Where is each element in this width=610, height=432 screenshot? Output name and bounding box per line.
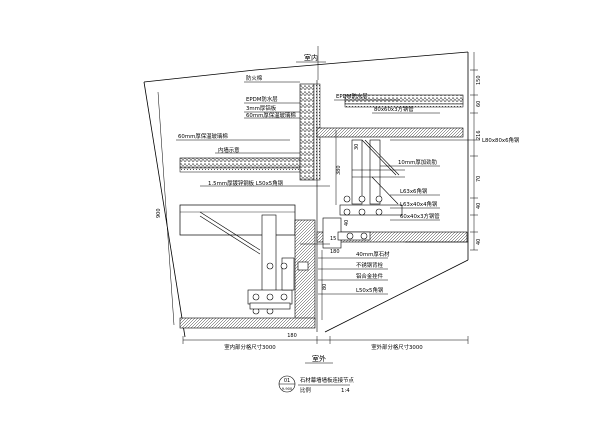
dim-small-15: 15 <box>330 236 336 242</box>
title-index: 01 <box>284 378 290 384</box>
title-sheet: 9-900 <box>282 387 293 391</box>
leader-lines <box>176 81 480 295</box>
dim-70: 70 <box>476 176 482 182</box>
callout-insulation-1: 60mm厚保温玻璃棉 <box>246 111 296 119</box>
callout-galv-plate: 1.5mm厚镀锌钢板 L50x5角钢 <box>208 179 283 187</box>
interior-label: 室内 <box>304 53 318 62</box>
dim-216: 216 <box>476 130 482 140</box>
callout-epdm-left: EPDM防水层 <box>246 95 278 103</box>
upper-insulation <box>344 94 464 108</box>
dim-small-30: 30 <box>354 144 360 150</box>
callout-l63-6: L63x6角钢 <box>400 187 427 195</box>
span-left: 室内部分格尺寸3000 <box>224 343 276 351</box>
steel-anchors <box>322 139 405 249</box>
callout-hanger: 铝合金挂件 <box>356 272 384 280</box>
callout-fireproof: 防火棉 <box>246 74 262 82</box>
callout-rib: 10mm厚加劲肋 <box>398 158 438 166</box>
scale-value: 1:4 <box>341 388 350 394</box>
left-slab <box>179 204 316 329</box>
stone-hangers <box>247 214 309 315</box>
title-text: 石材幕墙墙板连接节点 <box>300 376 355 384</box>
outer-boundary <box>143 51 469 338</box>
dim-40b: 40 <box>476 239 482 245</box>
callout-inner-wall: 内墙示意 <box>218 146 240 154</box>
dim-900: 900 <box>156 208 162 218</box>
callout-l80: L80x80x6角钢 <box>482 136 519 144</box>
lower-insulation <box>179 157 301 173</box>
dim-80: 80 <box>322 284 328 290</box>
callout-square-tube-60: 60x40x3方钢管 <box>400 212 440 220</box>
exterior-label: 室外 <box>312 354 326 363</box>
dim-380: 380 <box>336 165 342 175</box>
callout-l50: L50x5角钢 <box>356 286 383 294</box>
callout-stone: 40mm厚石材 <box>356 250 390 258</box>
scale-label: 比例 <box>300 386 311 394</box>
diagonal-brace <box>199 139 400 255</box>
span-right: 室外部分格尺寸3000 <box>371 343 423 351</box>
right-slab <box>316 127 468 243</box>
dim-40a: 40 <box>476 203 482 209</box>
callout-l63-40: L63x40x4角钢 <box>400 200 437 208</box>
dimension-lines <box>157 46 478 344</box>
callout-bolt: 不锈钢背栓 <box>356 261 384 269</box>
dim-bottom-180: 180 <box>287 333 297 339</box>
dim-150: 150 <box>476 75 482 85</box>
title-block: 01 9-900 石材幕墙墙板连接节点 比例 1:4 <box>278 375 355 394</box>
dim-60: 60 <box>476 101 482 107</box>
callout-epdm-right: EPDM防水层 <box>336 92 368 100</box>
callout-square-tube-80: 80x60x3方钢管 <box>374 105 414 113</box>
dim-small-40: 40 <box>344 220 350 226</box>
dim-180: 180 <box>330 249 340 255</box>
callout-insulation-2: 60mm厚保温玻璃棉 <box>178 132 228 140</box>
callout-aluminium: 3mm厚铝板 <box>246 104 277 112</box>
